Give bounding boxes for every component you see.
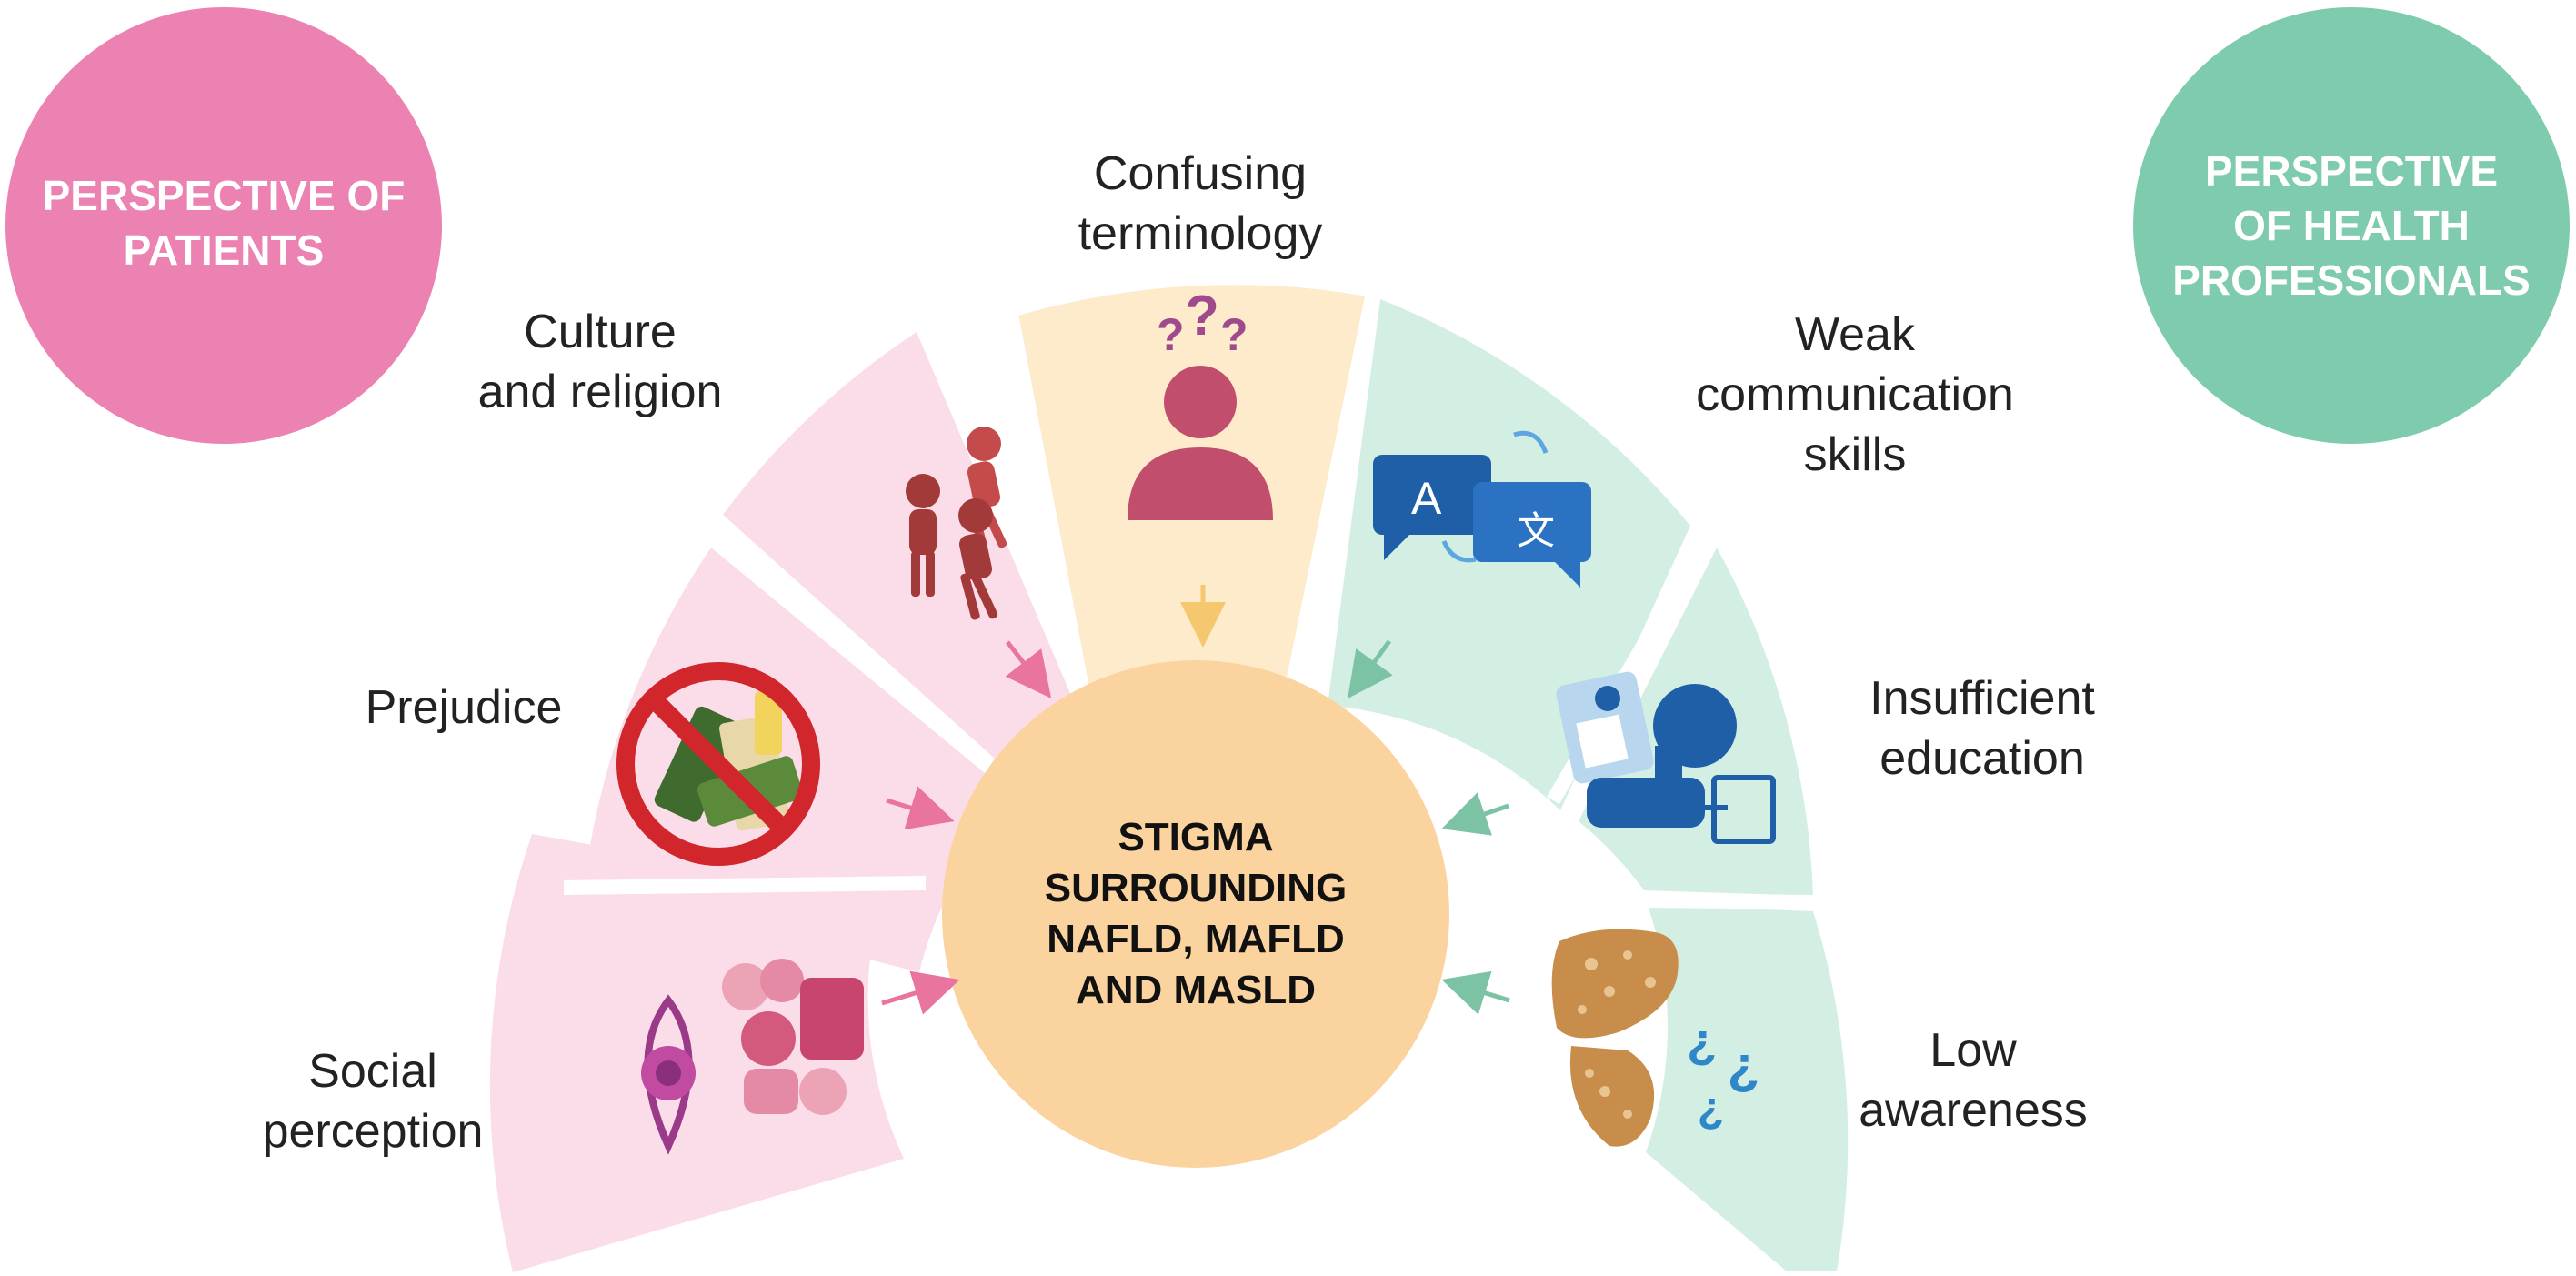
svg-text:文: 文 — [1517, 509, 1555, 552]
patients-perspective-circle — [5, 7, 442, 444]
label-social-perception: Social perception — [262, 1045, 484, 1158]
stigma-center-circle — [942, 660, 1449, 1168]
label-confusing-terminology: Confusing terminology — [1078, 147, 1323, 260]
label-insufficient-education: Insufficient education — [1869, 672, 2095, 785]
svg-text:?: ? — [1687, 1020, 1717, 1075]
no-alcohol-icon — [616, 662, 820, 866]
arrow-weak-communication — [1348, 639, 1393, 699]
svg-text:?: ? — [1185, 285, 1219, 347]
segment-prejudice — [584, 548, 1016, 972]
segment-culture-religion — [723, 332, 1088, 782]
stigma-center-title: STIGMA SURROUNDING NAFLD, MAFLD AND MASL… — [1044, 815, 1348, 1012]
education-icon — [1556, 671, 1776, 844]
arrow-prejudice — [886, 786, 955, 830]
arrow-low-awareness — [1441, 970, 1510, 1015]
arrows — [881, 585, 1510, 1015]
liver-question-icon: ? ? ? — [1551, 929, 1759, 1147]
patients-perspective-title: PERSPECTIVE OF PATIENTS — [42, 172, 406, 274]
translation-icon: A 文 — [1373, 430, 1591, 588]
eye-and-people-icon — [641, 959, 864, 1155]
svg-text:A: A — [1411, 473, 1442, 524]
label-weak-communication: Weak communication skills — [1696, 308, 2014, 481]
svg-text:?: ? — [1728, 1043, 1759, 1102]
health-professionals-perspective-circle — [2133, 7, 2570, 444]
people-praying-icon — [906, 427, 1007, 620]
confused-person-icon: ? ? ? — [1128, 285, 1273, 520]
label-culture-religion: Culture and religion — [477, 306, 723, 418]
svg-text:?: ? — [1698, 1089, 1724, 1137]
svg-text:?: ? — [1157, 309, 1185, 360]
health-professionals-perspective-title: PERSPECTIVE OF HEALTH PROFESSIONALS — [2172, 147, 2531, 304]
arrow-insufficient-education — [1441, 792, 1509, 836]
svg-text:?: ? — [1220, 309, 1248, 360]
segment-low-awareness — [1646, 905, 1849, 1271]
label-prejudice: Prejudice — [365, 681, 563, 734]
arrow-social-perception — [881, 970, 960, 1015]
segment-social-perception — [489, 834, 904, 1272]
label-low-awareness: Low awareness — [1859, 1024, 2088, 1137]
arrow-culture-religion — [1005, 640, 1052, 698]
